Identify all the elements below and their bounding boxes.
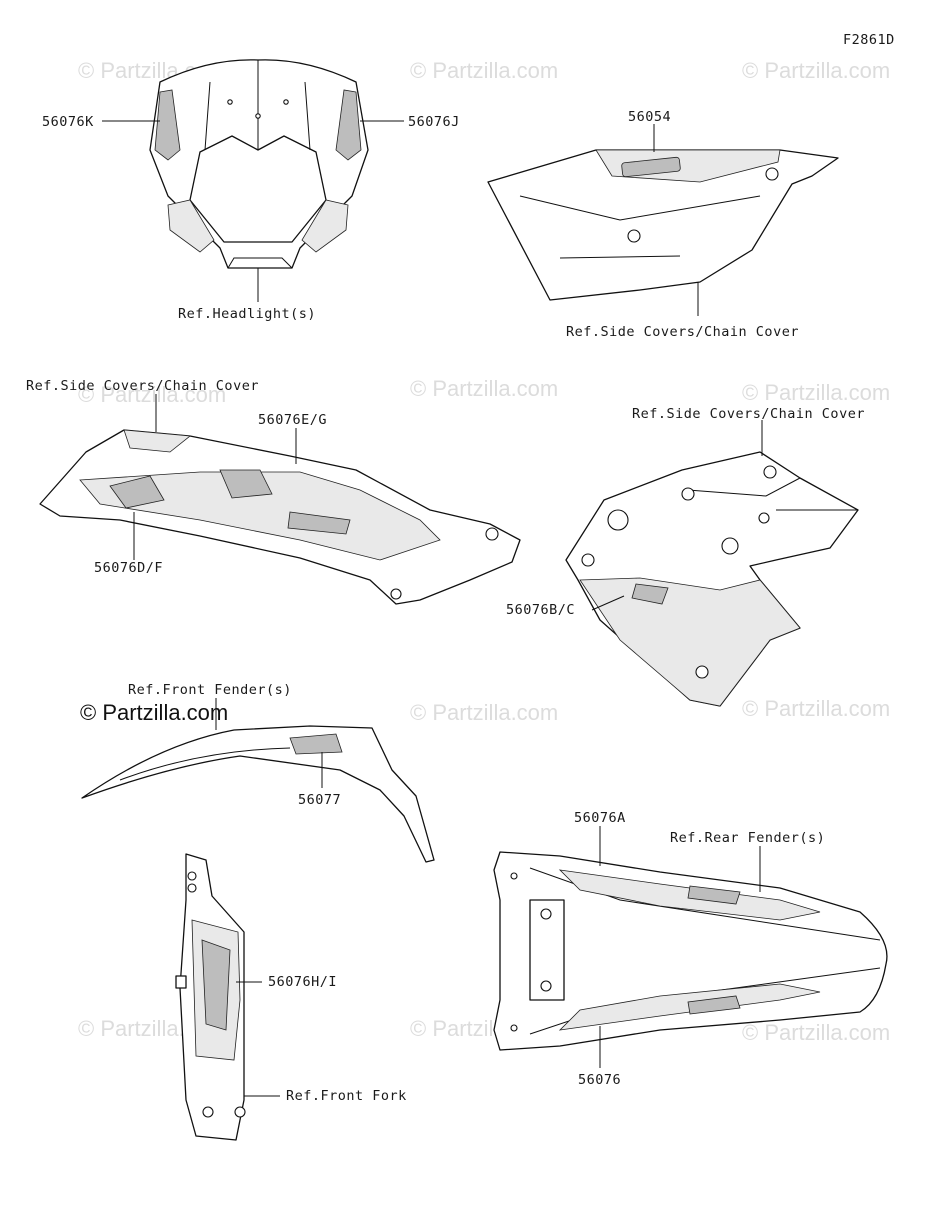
watermark: © Partzilla.com: [742, 1020, 890, 1045]
watermark: © Partzilla.com: [78, 382, 226, 407]
label-56076df: 56076D/F: [94, 560, 163, 576]
side-cover-56054-part: [487, 149, 839, 301]
watermark: © Partzilla.com: [410, 376, 558, 401]
watermark: © Partzilla.com: [742, 696, 890, 721]
label-56076bc: 56076B/C: [506, 602, 575, 618]
rear-fender-part: [493, 851, 888, 1051]
label-56054: 56054: [628, 109, 671, 125]
headlight-cover-part: [149, 59, 369, 269]
label-56076: 56076: [578, 1072, 621, 1088]
label-56076k: 56076K: [42, 114, 94, 130]
brand-logo-text: © Partzilla.com: [80, 700, 228, 725]
shroud-right-part: [565, 451, 859, 707]
front-fork-guard-part: [175, 853, 246, 1141]
label-ref-side-covers-2: Ref.Side Covers/Chain Cover: [26, 378, 259, 394]
label-56077: 56077: [298, 792, 341, 808]
watermark: © Partzilla.com: [742, 58, 890, 83]
label-56076hi: 56076H/I: [268, 974, 337, 990]
watermark: © Partzilla.com: [410, 700, 558, 725]
label-56076a: 56076A: [574, 810, 626, 826]
leader-line: [591, 595, 625, 611]
shroud-left-part: [39, 429, 521, 605]
label-ref-front-fender: Ref.Front Fender(s): [128, 682, 292, 698]
figure-code: F2861D: [843, 32, 895, 48]
label-ref-side-covers-3: Ref.Side Covers/Chain Cover: [632, 406, 865, 422]
label-ref-rear-fender: Ref.Rear Fender(s): [670, 830, 825, 846]
label-56076j: 56076J: [408, 114, 460, 130]
watermark-layer: © Partzilla.com © Partzilla.com © Partzi…: [78, 58, 890, 1045]
watermark: © Partzilla.com: [742, 380, 890, 405]
label-ref-side-covers-1: Ref.Side Covers/Chain Cover: [566, 324, 799, 340]
label-ref-front-fork: Ref.Front Fork: [286, 1088, 407, 1104]
front-fender-part: [81, 725, 435, 863]
label-56076eg: 56076E/G: [258, 412, 327, 428]
watermark: © Partzilla.com: [410, 58, 558, 83]
label-ref-headlight: Ref.Headlight(s): [178, 306, 316, 322]
